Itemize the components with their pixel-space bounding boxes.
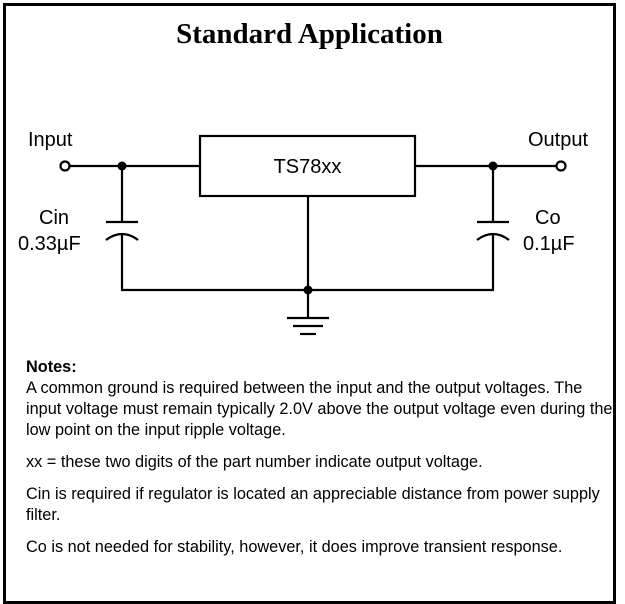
cin-name-label: Cin [39,207,70,229]
output-label: Output [528,129,589,151]
input-terminal [59,160,71,172]
cin-value-label: 0.33µF [18,233,81,255]
notes-section: Notes: A common ground is required betwe… [26,357,616,569]
co-name-label: Co [535,207,561,229]
regulator-label: TS78xx [273,156,342,178]
diagram-title: Standard Application [176,18,443,50]
co-plate-curved [476,232,510,241]
note-co: Co is not needed for stability, however,… [26,538,563,556]
figure-frame [3,3,616,604]
cin-plate-curved [105,232,139,241]
note-ground: A common ground is required between the … [26,379,613,439]
co-value-label: 0.1µF [523,233,575,255]
input-label: Input [28,129,73,151]
output-terminal [555,160,567,172]
ground-junction [303,285,313,295]
note-part-number: xx = these two digits of the part number… [26,453,483,471]
notes-heading: Notes: [26,358,77,376]
note-cin: Cin is required if regulator is located … [26,485,600,524]
